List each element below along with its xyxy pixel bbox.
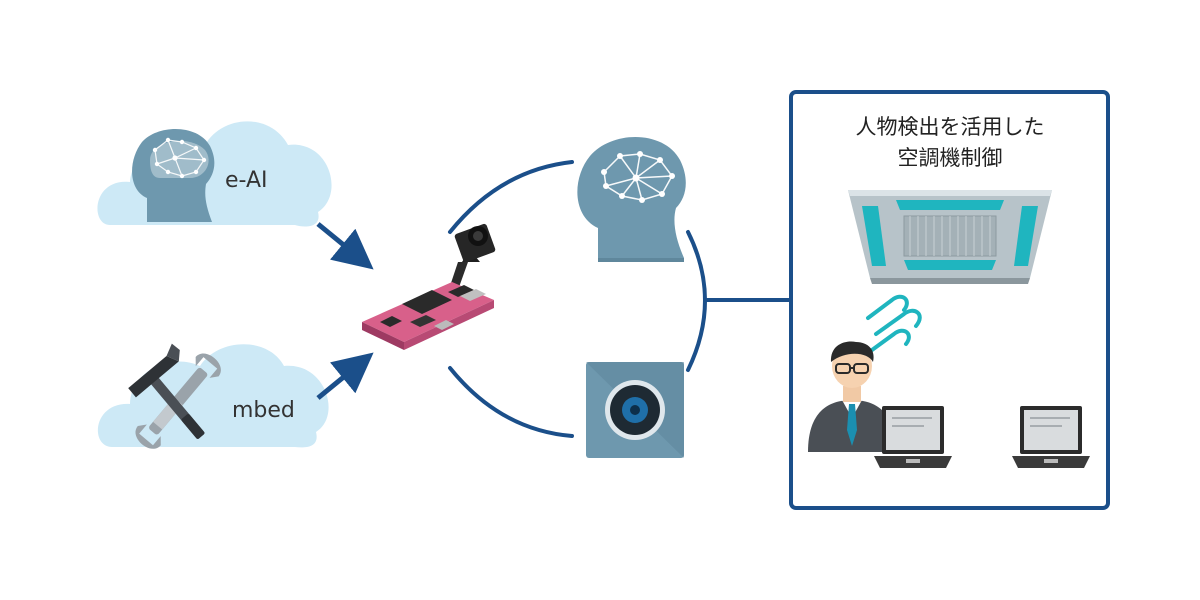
laptop-icon (1012, 406, 1090, 468)
arc-top-left (448, 160, 574, 234)
board-icon (362, 223, 496, 350)
arc-right (686, 230, 707, 372)
camera-icon (586, 362, 684, 458)
brain-head-icon (132, 128, 215, 222)
panel-title-line1: 人物検出を活用した (855, 115, 1045, 139)
ac-unit-icon (848, 190, 1052, 284)
arc-bottom-left (448, 366, 574, 438)
panel-title-line2: 空調機制御 (897, 146, 1003, 170)
laptop-icon (874, 406, 952, 468)
airflow-icon (866, 294, 922, 352)
eai-label: e-AI (225, 168, 268, 193)
arrow-mbed-to-board (316, 352, 374, 400)
panel-title: 人物検出を活用した 空調機制御 (800, 112, 1100, 174)
ai-head-icon (577, 136, 686, 262)
person-icon (808, 341, 896, 452)
wrench-hammer-icon (128, 343, 221, 449)
arrow-eai-to-board (316, 222, 374, 270)
mbed-label: mbed (232, 398, 295, 423)
